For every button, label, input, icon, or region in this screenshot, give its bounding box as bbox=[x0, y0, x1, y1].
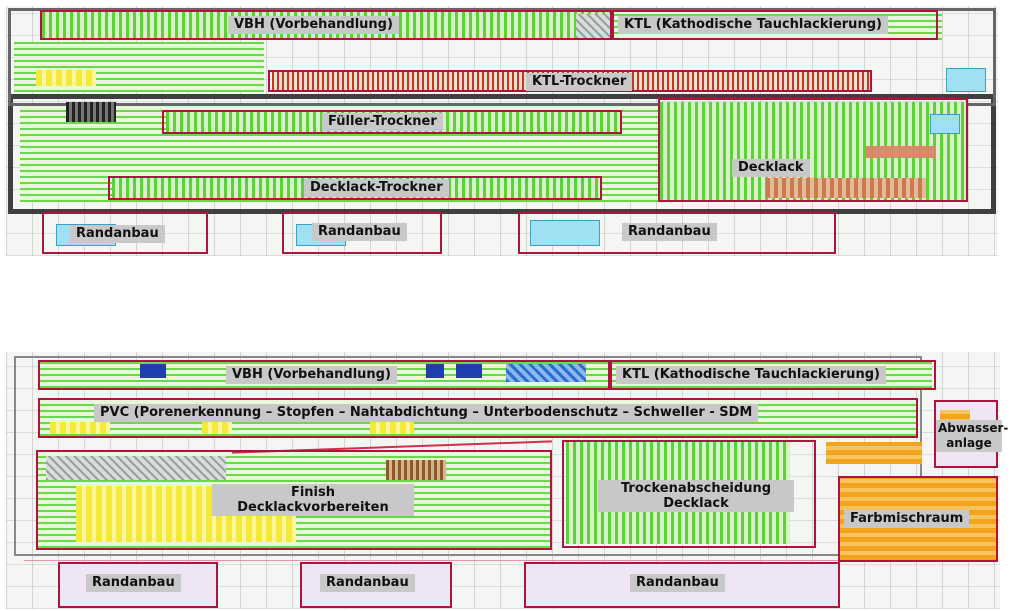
label-abwasser: Abwasser-anlage bbox=[936, 420, 1009, 452]
zone-trockenabscheidung[interactable] bbox=[562, 440, 816, 548]
zone-decklack[interactable] bbox=[658, 98, 968, 202]
equipment-blue-1 bbox=[140, 364, 166, 378]
label-ktl: KTL (Kathodische Tauchlackierung) bbox=[616, 366, 886, 384]
zone-finish[interactable] bbox=[36, 450, 552, 550]
label-ktl-trockner: KTL-Trockner bbox=[526, 73, 633, 91]
equipment-pvc-yellow-2 bbox=[202, 422, 232, 434]
label-randanbau-2: Randanbau bbox=[312, 223, 407, 241]
zone-farbmischraum[interactable] bbox=[838, 476, 998, 562]
randanbau-cyan-3 bbox=[530, 220, 600, 246]
zone-randanbau-2[interactable] bbox=[282, 212, 442, 254]
zone-randanbau-1[interactable] bbox=[58, 562, 218, 608]
equipment-cyan-tank bbox=[946, 68, 986, 92]
top-floor-plan: VBH (Vorbehandlung) KTL (Kathodische Tau… bbox=[6, 6, 998, 256]
equipment-cyan-right bbox=[930, 114, 960, 134]
building-wall bbox=[8, 94, 996, 214]
label-vbh: VBH (Vorbehandlung) bbox=[226, 366, 397, 384]
zone-vbh[interactable] bbox=[40, 10, 612, 40]
building-wall-upper bbox=[8, 8, 996, 106]
label-randanbau-1: Randanbau bbox=[86, 574, 181, 592]
zone-ktl[interactable] bbox=[612, 10, 938, 40]
equipment-pvc-yellow bbox=[50, 422, 110, 434]
zone-fueller-trockner[interactable] bbox=[162, 110, 622, 134]
bottom-floor-plan: VBH (Vorbehandlung) KTL (Kathodische Tau… bbox=[6, 352, 1009, 609]
boundary-line bbox=[24, 560, 844, 561]
label-decklack-trockner: Decklack-Trockner bbox=[304, 179, 449, 197]
equipment-blue-light bbox=[506, 364, 586, 382]
label-randanbau-3: Randanbau bbox=[622, 223, 717, 241]
label-trockenabscheidung: Trockenabscheidung Decklack bbox=[598, 480, 794, 512]
zone-ktl-trockner[interactable] bbox=[268, 70, 872, 92]
label-decklack: Decklack bbox=[732, 159, 810, 177]
zone-decklack-trockner[interactable] bbox=[108, 176, 602, 200]
zone-randanbau-3[interactable] bbox=[524, 562, 840, 608]
equipment-yellow-block bbox=[36, 70, 96, 86]
label-fueller-trockner: Füller-Trockner bbox=[322, 113, 443, 131]
equipment-blue-2 bbox=[426, 364, 444, 378]
label-randanbau-2: Randanbau bbox=[320, 574, 415, 592]
equipment-pvc-yellow-3 bbox=[370, 422, 414, 434]
label-pvc: PVC (Porenerkennung – Stopfen – Nahtabdi… bbox=[94, 404, 759, 422]
label-ktl: KTL (Kathodische Tauchlackierung) bbox=[618, 16, 888, 34]
equipment-blue-3 bbox=[456, 364, 482, 378]
zone-randanbau-3[interactable] bbox=[518, 212, 836, 254]
zone-pvc[interactable] bbox=[38, 398, 918, 438]
equipment-vbh-end bbox=[576, 14, 612, 38]
equipment-finish-grey bbox=[46, 456, 226, 480]
equipment-orange-mid bbox=[826, 442, 922, 464]
label-farbmischraum: Farbmischraum bbox=[844, 510, 970, 528]
label-randanbau-1: Randanbau bbox=[70, 225, 165, 243]
equipment-finish-brown bbox=[386, 460, 446, 480]
equipment-dark-unit bbox=[66, 102, 116, 122]
zone-vbh[interactable] bbox=[38, 360, 610, 390]
label-vbh: VBH (Vorbehandlung) bbox=[228, 16, 399, 34]
equipment-decklack-orange bbox=[766, 178, 926, 198]
zone-ktl[interactable] bbox=[610, 360, 936, 390]
zone-randanbau-2[interactable] bbox=[300, 562, 452, 608]
equipment-decklack-red bbox=[866, 146, 936, 158]
label-finish: Finish Decklackvorbereiten bbox=[212, 484, 414, 516]
label-randanbau-3: Randanbau bbox=[630, 574, 725, 592]
zone-randanbau-1[interactable] bbox=[42, 212, 208, 254]
